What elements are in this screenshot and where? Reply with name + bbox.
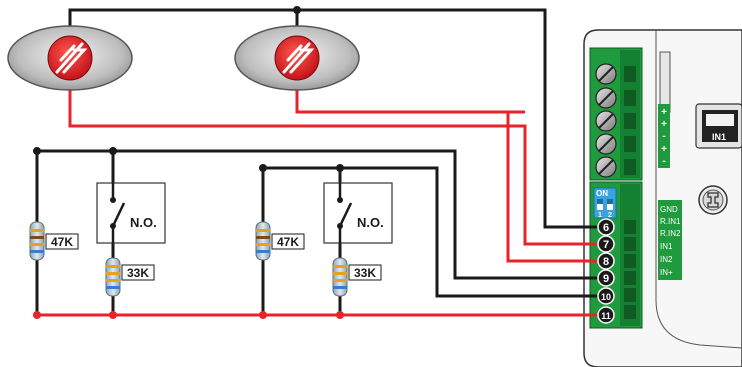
terminal-9: 9 [597,269,615,287]
resistor-label: 47K [51,235,73,249]
terminal-6: 6 [597,218,615,236]
photocell1-wire-terminal-7 [68,90,598,246]
resistor-label: 47K [277,235,299,249]
screw-icon [595,63,617,85]
resistor-label: 33K [354,266,376,280]
input-side-labels: GND R.IN1 R.IN2 IN1 IN2 IN+ [658,200,682,280]
polarity-label: - [662,131,665,142]
no-contact-1: N.O. [96,182,166,244]
svg-text:6: 6 [603,222,609,234]
no-contact-2: N.O. [323,182,393,244]
side-label: IN1 [660,242,673,251]
resistor-33k-2: 33K [332,257,382,297]
side-label: R.IN1 [660,217,681,226]
resistor-47k-1: 47K [29,221,79,261]
terminal-numbers: 6 7 8 9 10 11 [597,218,615,324]
junction-dots [33,6,344,319]
terminal-8: 8 [597,252,615,270]
connector-label: IN1 [712,132,726,142]
photocell2-wire-terminal-8 [297,110,598,263]
side-label: R.IN2 [660,229,681,238]
contact1-wire-terminal-9 [37,149,598,280]
screw-icon [595,110,617,132]
polarity-label: + [661,119,667,130]
in1-connector: IN1 [695,103,742,149]
svg-text:7: 7 [603,239,609,251]
side-label: IN+ [660,268,673,277]
screw-icon [595,133,617,155]
polarity-label: + [661,144,667,155]
dip-on-label: ON [596,189,608,198]
svg-text:10: 10 [601,292,611,302]
dip-pos2-label: 2 [608,212,612,219]
side-label: GND [660,205,678,214]
housing-screw-icon [698,185,728,215]
svg-text:9: 9 [603,273,609,285]
svg-text:11: 11 [601,311,611,321]
input-terminal-block: ON 1 2 [589,181,643,329]
resistor-33k-1: 33K [105,257,155,297]
resistor-label: 33K [127,266,149,280]
screw-icon [595,87,617,109]
terminal-11: 11 [597,306,615,324]
side-label: IN2 [660,255,673,264]
polarity-label: - [662,156,665,167]
photocell-2 [234,25,360,91]
contact2-wire-terminal-10 [263,166,598,298]
photocell-1 [7,25,133,91]
dip-pos1-label: 1 [598,212,602,219]
power-polarity-labels: + + - + - [658,104,670,168]
common-wire-terminal-6 [68,8,598,229]
terminal-screws [595,63,617,178]
resistor-47k-2: 47K [255,221,305,261]
power-terminal-block [589,47,643,181]
terminal-10: 10 [597,287,615,305]
contact-label: N.O. [130,215,157,230]
polarity-label: + [661,107,667,118]
photocell2-wire [295,90,525,114]
brand-logo-icon [282,42,315,74]
dip-switch: ON 1 2 [593,187,617,219]
terminal-7: 7 [597,235,615,253]
brand-logo-icon [55,42,88,74]
contact-label: N.O. [357,215,384,230]
svg-text:8: 8 [603,256,609,268]
screw-icon [595,156,617,178]
